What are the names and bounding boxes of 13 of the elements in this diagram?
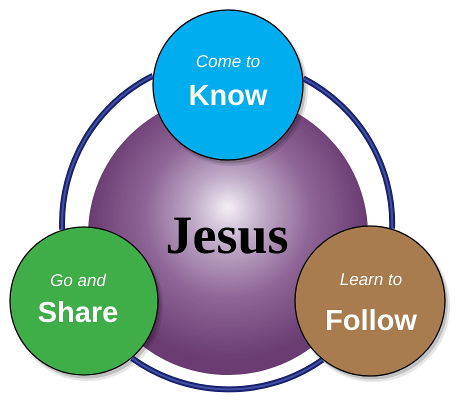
step-circle <box>152 9 308 166</box>
step-circle <box>294 225 450 382</box>
circle-title: Share <box>38 300 118 322</box>
ring-arc <box>59 73 154 230</box>
circle-subtitle: Learn to <box>340 273 402 286</box>
step-circle <box>9 226 163 381</box>
center-title: Jesus <box>168 218 288 254</box>
circle-subtitle: Come to <box>196 55 260 68</box>
ring-arc <box>302 76 396 229</box>
ring-arc <box>130 356 324 392</box>
circle-title: Know <box>190 85 268 106</box>
circle-subtitle: Go and <box>50 274 106 286</box>
circle-title: Follow <box>327 308 417 330</box>
